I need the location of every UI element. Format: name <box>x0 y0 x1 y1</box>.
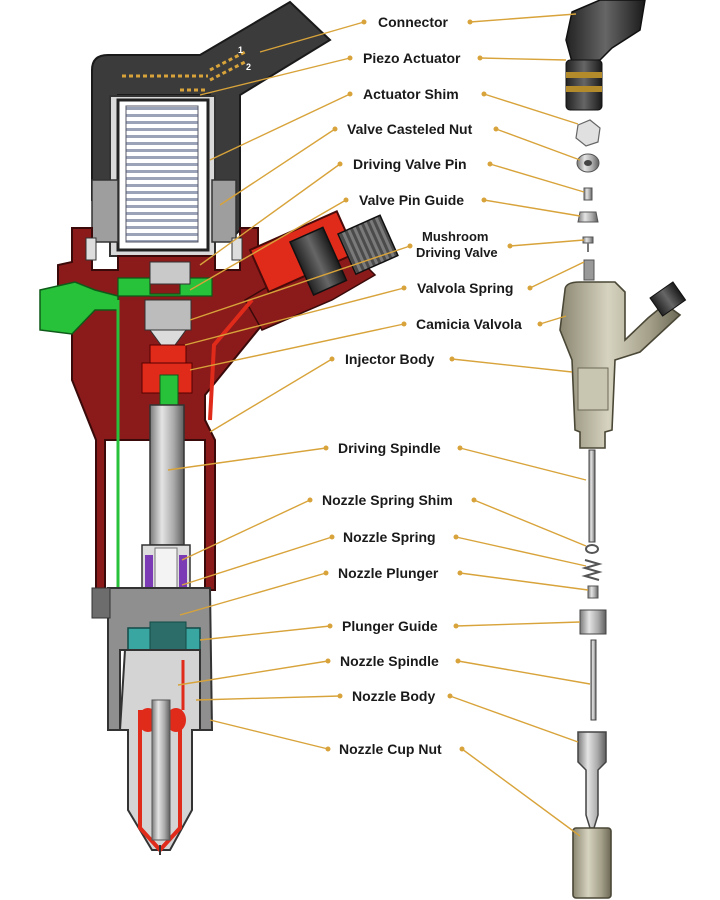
label-mushroom: Mushroom <box>422 229 488 244</box>
exploded-parts <box>559 0 687 899</box>
driving-spindle-section <box>149 404 185 546</box>
valvola-spring-part <box>583 259 595 281</box>
high-pressure-inlet <box>243 210 399 331</box>
part-labels: Connector Piezo Actuator Actuator Shim V… <box>322 14 522 757</box>
label-plunger-guide: Plunger Guide <box>342 618 438 634</box>
label-valve-pin-guide: Valve Pin Guide <box>359 192 464 208</box>
label-actuator-shim: Actuator Shim <box>363 86 459 102</box>
label-camicia-valvola: Camicia Valvola <box>416 316 522 332</box>
connector-pin-2: 2 <box>246 62 251 72</box>
label-driving-spindle: Driving Spindle <box>338 440 441 456</box>
piezo-stack <box>125 105 199 243</box>
label-injector-body: Injector Body <box>345 351 435 367</box>
label-nozzle-spring-shim: Nozzle Spring Shim <box>322 492 453 508</box>
connector-plug <box>565 0 646 63</box>
driving-spindle-part <box>588 449 596 543</box>
label-nozzle-plunger: Nozzle Plunger <box>338 565 439 581</box>
piezo-actuator-part <box>565 59 603 111</box>
connector-pin-1: 1 <box>238 45 243 55</box>
label-valve-casteled-nut: Valve Casteled Nut <box>347 121 473 137</box>
leader-lines <box>167 13 591 837</box>
label-driving-valve: Driving Valve <box>416 245 498 260</box>
actuator-shim-part <box>575 119 601 147</box>
label-nozzle-cup-nut: Nozzle Cup Nut <box>339 741 442 757</box>
nozzle-cup-nut-part <box>572 827 612 899</box>
injector-cross-section: 1 2 <box>39 0 399 855</box>
valve-pin-part <box>583 187 593 201</box>
label-nozzle-spring: Nozzle Spring <box>343 529 436 545</box>
label-piezo-actuator: Piezo Actuator <box>363 50 461 66</box>
label-driving-valve-pin: Driving Valve Pin <box>353 156 467 172</box>
label-valvola-spring: Valvola Spring <box>417 280 513 296</box>
nozzle-body-part <box>577 731 607 829</box>
label-nozzle-body: Nozzle Body <box>352 688 435 704</box>
label-connector: Connector <box>378 14 449 30</box>
pin-guide-part <box>577 211 599 223</box>
label-nozzle-spindle: Nozzle Spindle <box>340 653 439 669</box>
